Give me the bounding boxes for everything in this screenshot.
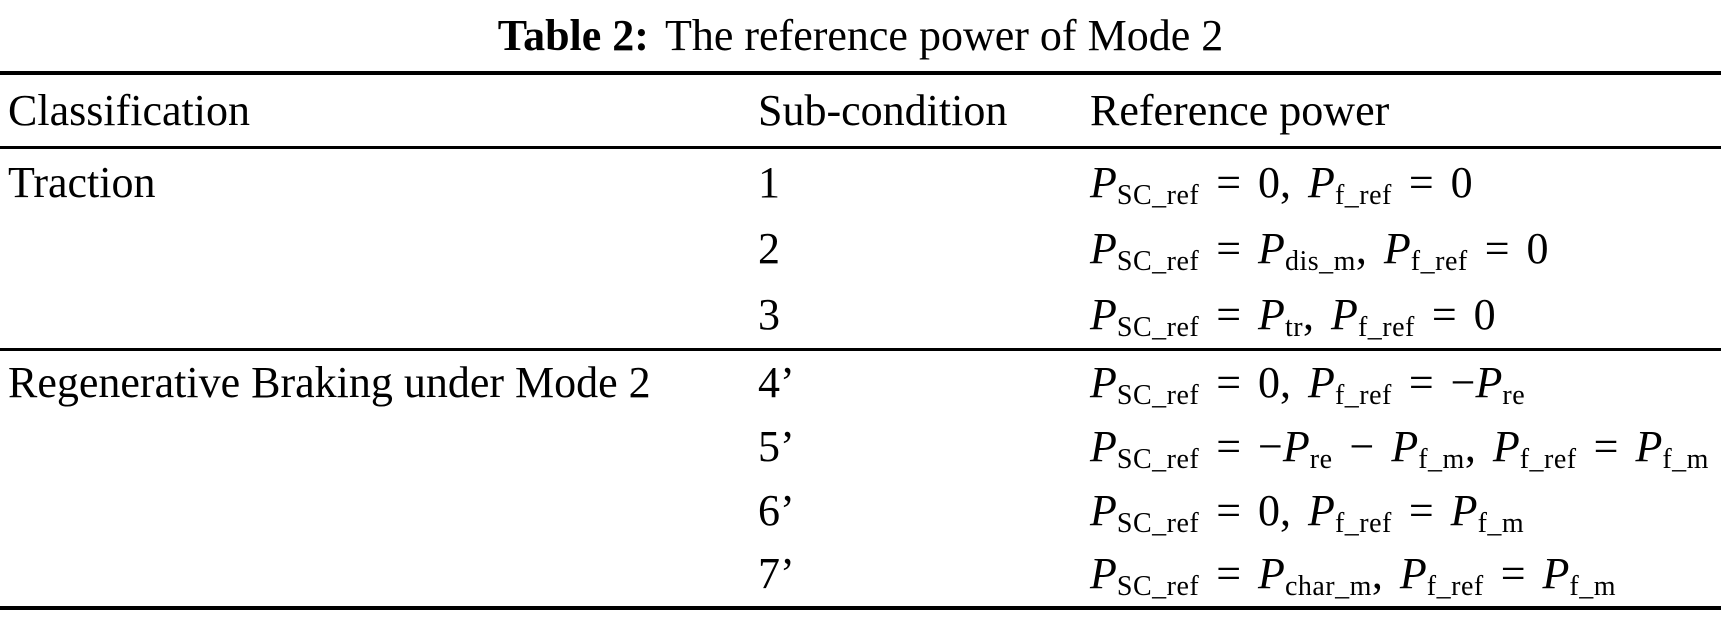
table-row: Regenerative Braking under Mode 2 4’ PSC_r… <box>0 351 1721 415</box>
reference-power-cell: PSC_ref = 0, Pf_ref = 0 <box>1090 157 1473 211</box>
col-header-reference-power: Reference power <box>1090 86 1390 135</box>
sub-condition-cell: 5’ <box>758 421 795 471</box>
table-row: 6’ PSC_ref = 0, Pf_ref = Pf_m <box>0 478 1721 542</box>
classification-cell: Traction <box>8 157 156 207</box>
table-row: 5’ PSC_ref = −Pre − Pf_m, Pf_ref = Pf_m <box>0 415 1721 479</box>
table-title-text: The reference power of Mode 2 <box>664 11 1224 60</box>
table-row: 2 PSC_ref = Pdis_m, Pf_ref = 0 <box>0 215 1721 281</box>
row-group: Regenerative Braking under Mode 2 4’ PSC_r… <box>0 351 1721 606</box>
sub-condition-cell: 2 <box>758 223 780 273</box>
header-row: Classification Sub-condition Reference p… <box>0 75 1721 146</box>
classification-cell: Regenerative Braking under Mode 2 <box>8 358 651 408</box>
table-row: 7’ PSC_ref = Pchar_m, Pf_ref = Pf_m <box>0 542 1721 606</box>
table-title-label: Table 2: <box>497 11 649 60</box>
sub-condition-cell: 1 <box>758 157 780 207</box>
sub-condition-cell: 3 <box>758 290 780 340</box>
reference-power-cell: PSC_ref = −Pre − Pf_m, Pf_ref = Pf_m <box>1090 421 1709 475</box>
col-header-classification: Classification <box>8 86 250 135</box>
col-header-sub-condition: Sub-condition <box>758 86 1008 135</box>
bottom-rule <box>0 605 1721 610</box>
table-row: Traction 1 PSC_ref = 0, Pf_ref = 0 <box>0 149 1721 215</box>
reference-power-cell: PSC_ref = 0, Pf_ref = Pf_m <box>1090 485 1525 539</box>
sub-condition-cell: 4’ <box>758 358 795 408</box>
reference-power-cell: PSC_ref = Pchar_m, Pf_ref = Pf_m <box>1090 549 1617 603</box>
reference-power-cell: PSC_ref = Ptr, Pf_ref = 0 <box>1090 290 1496 344</box>
sub-condition-cell: 6’ <box>758 485 795 535</box>
sub-condition-cell: 7’ <box>758 549 795 599</box>
reference-power-cell: PSC_ref = 0, Pf_ref = −Pre <box>1090 358 1526 412</box>
table-row: 3 PSC_ref = Ptr, Pf_ref = 0 <box>0 282 1721 348</box>
header-rule <box>0 146 1721 149</box>
top-rule <box>0 71 1721 75</box>
group-divider-rule <box>0 347 1721 351</box>
reference-power-cell: PSC_ref = Pdis_m, Pf_ref = 0 <box>1090 223 1549 277</box>
table-title: Table 2: The reference power of Mode 2 <box>0 0 1721 71</box>
